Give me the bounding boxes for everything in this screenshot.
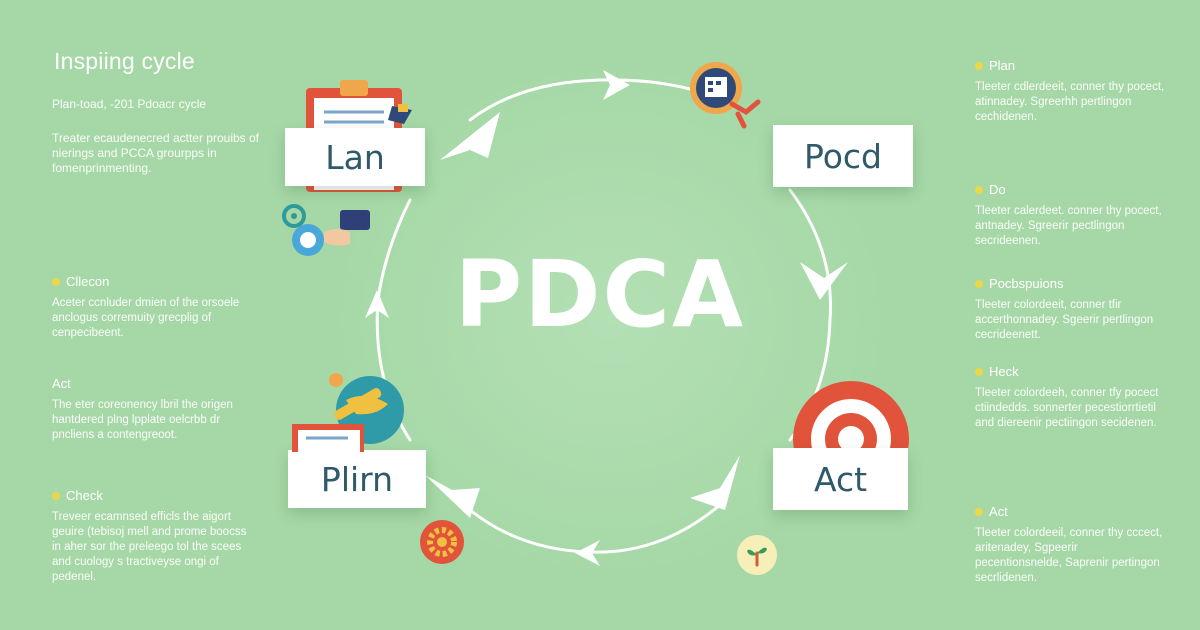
stage-card-top-left: Lan [285, 128, 425, 186]
left-intro: Inspiing cycle Plan-toad, -201 Pdoacr cy… [52, 48, 302, 176]
right-section-5: Act Tleeter colordeeil, conner thy cccec… [975, 504, 1165, 586]
bullet-icon [975, 185, 983, 194]
left-section-3-heading: Check [52, 488, 252, 503]
arrow-icon [365, 290, 389, 318]
left-section-1: Cllecon Aceter ccnluder dmien of the ors… [52, 274, 252, 341]
bullet-icon [975, 507, 983, 516]
sprout-badge-icon [737, 535, 777, 575]
arrow-icon [800, 262, 848, 300]
document-icon [292, 424, 364, 452]
left-section-2: Act The eter coreonency lbril the origen… [52, 376, 252, 443]
right-section-1-title: Plan [989, 58, 1016, 73]
left-section-1-heading: Cllecon [52, 274, 252, 289]
right-section-4-heading: Heck [975, 364, 1165, 379]
arrow-icon [575, 540, 600, 566]
right-section-3: Pocbspuions Tleeter colordeeit, conner t… [975, 276, 1165, 343]
right-section-1-body: Tleeter cdlerdeeit, conner thy pocect, a… [975, 81, 1165, 123]
left-section-1-body: Aceter ccnluder dmien of the orsoele anc… [52, 297, 240, 339]
right-section-5-title: Act [989, 504, 1008, 519]
right-section-1-heading: Plan [975, 58, 1165, 73]
left-section-2-heading: Act [52, 376, 252, 391]
bullet-icon [975, 61, 983, 70]
left-section-3-title: Check [66, 488, 103, 503]
right-section-1: Plan Tleeter cdlerdeeit, conner thy poce… [975, 58, 1165, 125]
right-section-4-body: Tleeter colordeeh, conner tfy pocect cti… [975, 387, 1159, 429]
arrow-icon [603, 70, 630, 100]
bullet-icon [52, 491, 60, 500]
arrow-icon [425, 475, 480, 518]
page-subtitle: Plan-toad, -201 Pdoacr cycle [52, 97, 207, 111]
left-section-2-title: Act [52, 376, 71, 391]
gear-badge-icon [420, 520, 464, 564]
right-section-3-body: Tleeter colordeeit, conner tfir accertho… [975, 299, 1154, 341]
right-section-2-body: Tleeter calerdeet. conner thy pocect, an… [975, 205, 1162, 247]
arrow-icon [690, 455, 740, 510]
intro-text: Treater ecaudenecred actter prouibs of n… [52, 131, 260, 175]
right-section-5-heading: Act [975, 504, 1165, 519]
right-section-5-body: Tleeter colordeeil, conner thy cccect, a… [975, 527, 1163, 584]
right-section-4: Heck Tleeter colordeeh, conner tfy pocec… [975, 364, 1165, 431]
left-section-1-title: Cllecon [66, 274, 110, 289]
bullet-icon [52, 277, 60, 286]
stage-card-top-right: Pocd [773, 125, 913, 187]
bullet-icon [975, 367, 983, 376]
page-title: Inspiing cycle [54, 48, 195, 74]
right-section-3-title: Pocbspuions [989, 276, 1064, 291]
stage-card-bottom-left: Plirn [288, 450, 426, 508]
right-section-3-heading: Pocbspuions [975, 276, 1165, 291]
calendar-badge-icon [690, 62, 761, 129]
bullet-icon [975, 279, 983, 288]
right-section-2-heading: Do [975, 182, 1165, 197]
gears-hand-icon [282, 204, 370, 256]
stage-card-bottom-right: Act [773, 448, 908, 510]
arrow-icon [440, 112, 500, 160]
right-section-2-title: Do [989, 182, 1006, 197]
cycle-arrows [365, 70, 848, 566]
left-section-3-body: Treveer ecamnsed efficls the aigort geui… [52, 511, 247, 583]
right-section-2: Do Tleeter calerdeet. conner thy pocect,… [975, 182, 1165, 249]
left-section-3: Check Treveer ecamnsed efficls the aigor… [52, 488, 252, 585]
pdca-center-label: PDCA [454, 241, 746, 348]
left-section-2-body: The eter coreonency lbril the origen han… [52, 399, 233, 441]
right-section-4-title: Heck [989, 364, 1019, 379]
